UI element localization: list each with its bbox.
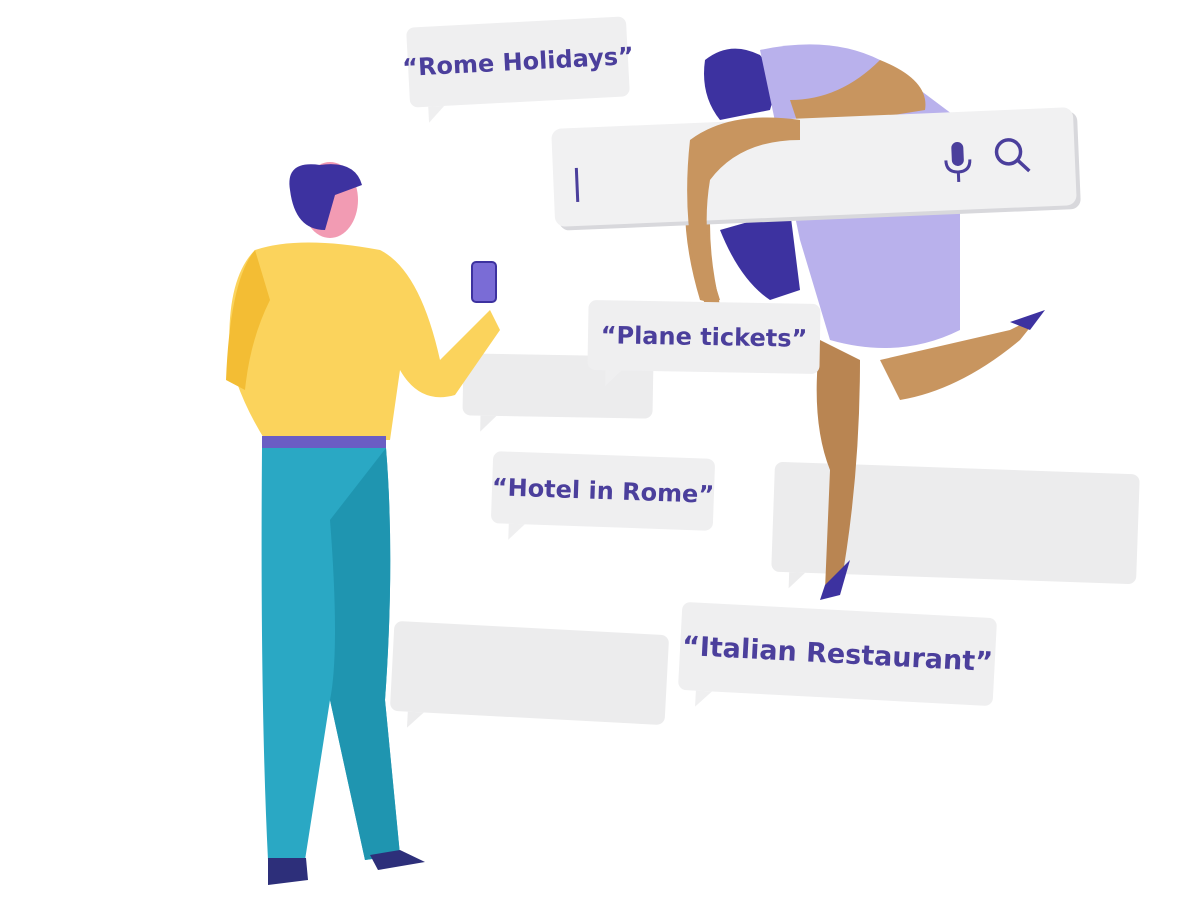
mic-icon[interactable] [942,139,974,184]
search-icon[interactable] [992,135,1034,177]
phone-icon [471,261,497,303]
search-bar[interactable] [551,107,1077,227]
